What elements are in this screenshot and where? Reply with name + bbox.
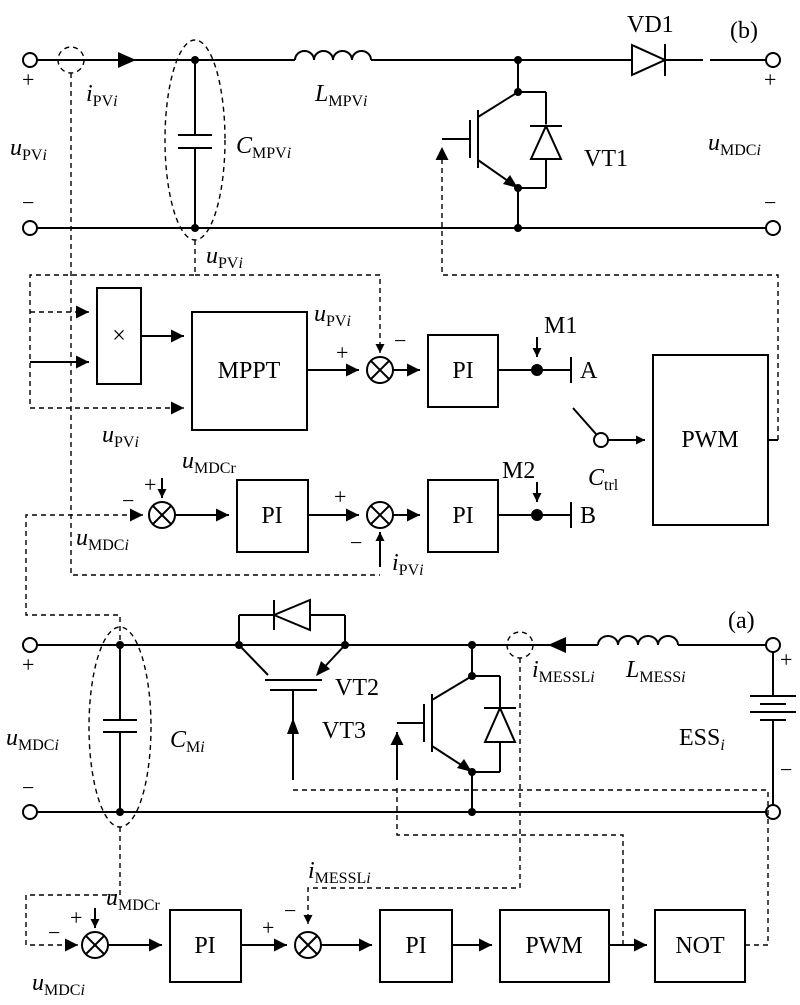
terminal-ess-plus	[765, 637, 781, 653]
ess-control	[25, 658, 769, 983]
sign-sum1-minus: −	[394, 328, 406, 353]
sign-sum4-plus: +	[70, 905, 82, 930]
pwm-block-bottom	[499, 909, 610, 983]
label-ipv-top: iPVi	[86, 81, 118, 110]
terminal-pv-plus	[22, 52, 38, 68]
label-imessl: iMESSLi	[532, 657, 595, 686]
pwm-block-top	[652, 354, 769, 526]
battery-ess	[750, 652, 796, 805]
label-vt2: VT2	[335, 675, 379, 701]
capacitor-cmpv	[178, 56, 212, 232]
terminal-ess-mdc-minus	[22, 804, 38, 820]
label-a: (a)	[728, 608, 755, 634]
pi-label-3: PI	[452, 503, 473, 529]
label-ess: ESSi	[679, 725, 725, 754]
labels: (b) VD1 VT1 (a) VT2 VT3 M1 M2 A B iPVi L…	[6, 12, 792, 999]
label-umdc-ctrl: uMDCi	[76, 525, 129, 554]
pwm-label-bottom: PWM	[525, 933, 582, 959]
label-m2: M2	[502, 458, 535, 484]
not-label: NOT	[675, 933, 725, 959]
label-vt1: VT1	[584, 146, 628, 172]
inductor-lmpv	[294, 50, 372, 61]
terminal-pv-minus	[22, 220, 38, 236]
sign-sum3-plus: +	[334, 484, 346, 509]
pi-block-1	[427, 334, 499, 408]
label-lmpv: LMPVi	[314, 81, 368, 110]
pi-label-4: PI	[194, 933, 215, 959]
pi-label-2: PI	[261, 503, 282, 529]
pv-control	[25, 73, 779, 640]
sign-sum1-plus: +	[336, 340, 348, 365]
sign-sum2-plus: +	[144, 472, 156, 497]
label-b: (b)	[730, 18, 758, 44]
label-imessl-ctrl: iMESSLi	[308, 858, 371, 887]
label-switch-a: A	[580, 358, 598, 384]
label-upv-mppt: uPVi	[102, 422, 139, 451]
terminal-ess-mdc-plus	[22, 637, 38, 653]
label-upv-ref: uPVi	[314, 301, 351, 330]
label-cmpv: CMPVi	[236, 133, 291, 162]
label-ctrl: Ctrl	[588, 465, 619, 494]
sign-sum4-minus: −	[48, 920, 60, 945]
label-umdc-bottom: uMDCi	[32, 970, 85, 999]
pi-block-5	[379, 909, 453, 983]
sign-pv-minus: −	[22, 190, 34, 215]
capacitor-cm	[103, 641, 137, 816]
mppt-label: MPPT	[218, 358, 281, 384]
sign-pv-plus: +	[22, 67, 34, 92]
ess-circuit	[22, 598, 796, 828]
terminal-mdc-minus	[765, 220, 781, 236]
multiplier-block	[96, 287, 142, 385]
switch-vt2	[235, 598, 349, 780]
pi-block-3	[427, 479, 499, 553]
sign-sum2-minus: −	[122, 488, 134, 513]
pi-block-2	[236, 479, 309, 553]
label-umdcr-bottom: uMDCr	[106, 885, 160, 914]
label-cm: CMi	[170, 727, 205, 756]
current-arrow-imess	[548, 637, 566, 653]
ctrl-switch-pivot	[593, 432, 609, 448]
label-ipv-ctrl: iPVi	[392, 550, 424, 579]
terminal-mdc-plus	[765, 52, 781, 68]
label-upv-left: uPVi	[10, 135, 47, 164]
diode-vd1	[631, 43, 668, 77]
sign-sum5-minus: −	[284, 898, 296, 923]
inductor-lmess	[597, 635, 679, 646]
label-vd1: VD1	[627, 12, 674, 38]
sign-ess-mdc-plus: +	[22, 652, 34, 677]
current-arrow-ipv	[118, 52, 136, 68]
label-vt3: VT3	[322, 718, 366, 744]
sign-sum3-minus: −	[350, 530, 362, 555]
sign-mdc-minus: −	[764, 190, 776, 215]
label-lmess: LMESSi	[625, 657, 686, 686]
label-umdcr-top: uMDCr	[182, 448, 236, 477]
sign-ess-mdc-minus: −	[22, 775, 34, 800]
label-umdc-ess-left: uMDCi	[6, 725, 59, 754]
label-upv-ellipse: uPVi	[206, 243, 243, 272]
sign-ess-plus: +	[780, 647, 792, 672]
mppt-block	[191, 311, 308, 431]
sign-sum5-plus: +	[262, 915, 274, 940]
pwm-label-top: PWM	[681, 427, 738, 453]
not-block	[654, 909, 746, 983]
label-m1: M1	[544, 313, 577, 339]
pv-circuit	[22, 39, 781, 241]
pi-block-4	[169, 909, 242, 983]
switch-vt3	[390, 641, 517, 816]
label-switch-b: B	[580, 503, 596, 529]
pi-label-1: PI	[452, 358, 473, 384]
label-umdc-right: uMDCi	[708, 130, 761, 159]
sign-ess-minus: −	[780, 757, 792, 782]
multiplier-symbol: ×	[112, 323, 126, 349]
switch-vt1	[442, 56, 563, 232]
pi-label-5: PI	[405, 933, 426, 959]
sign-mdc-plus: +	[764, 67, 776, 92]
